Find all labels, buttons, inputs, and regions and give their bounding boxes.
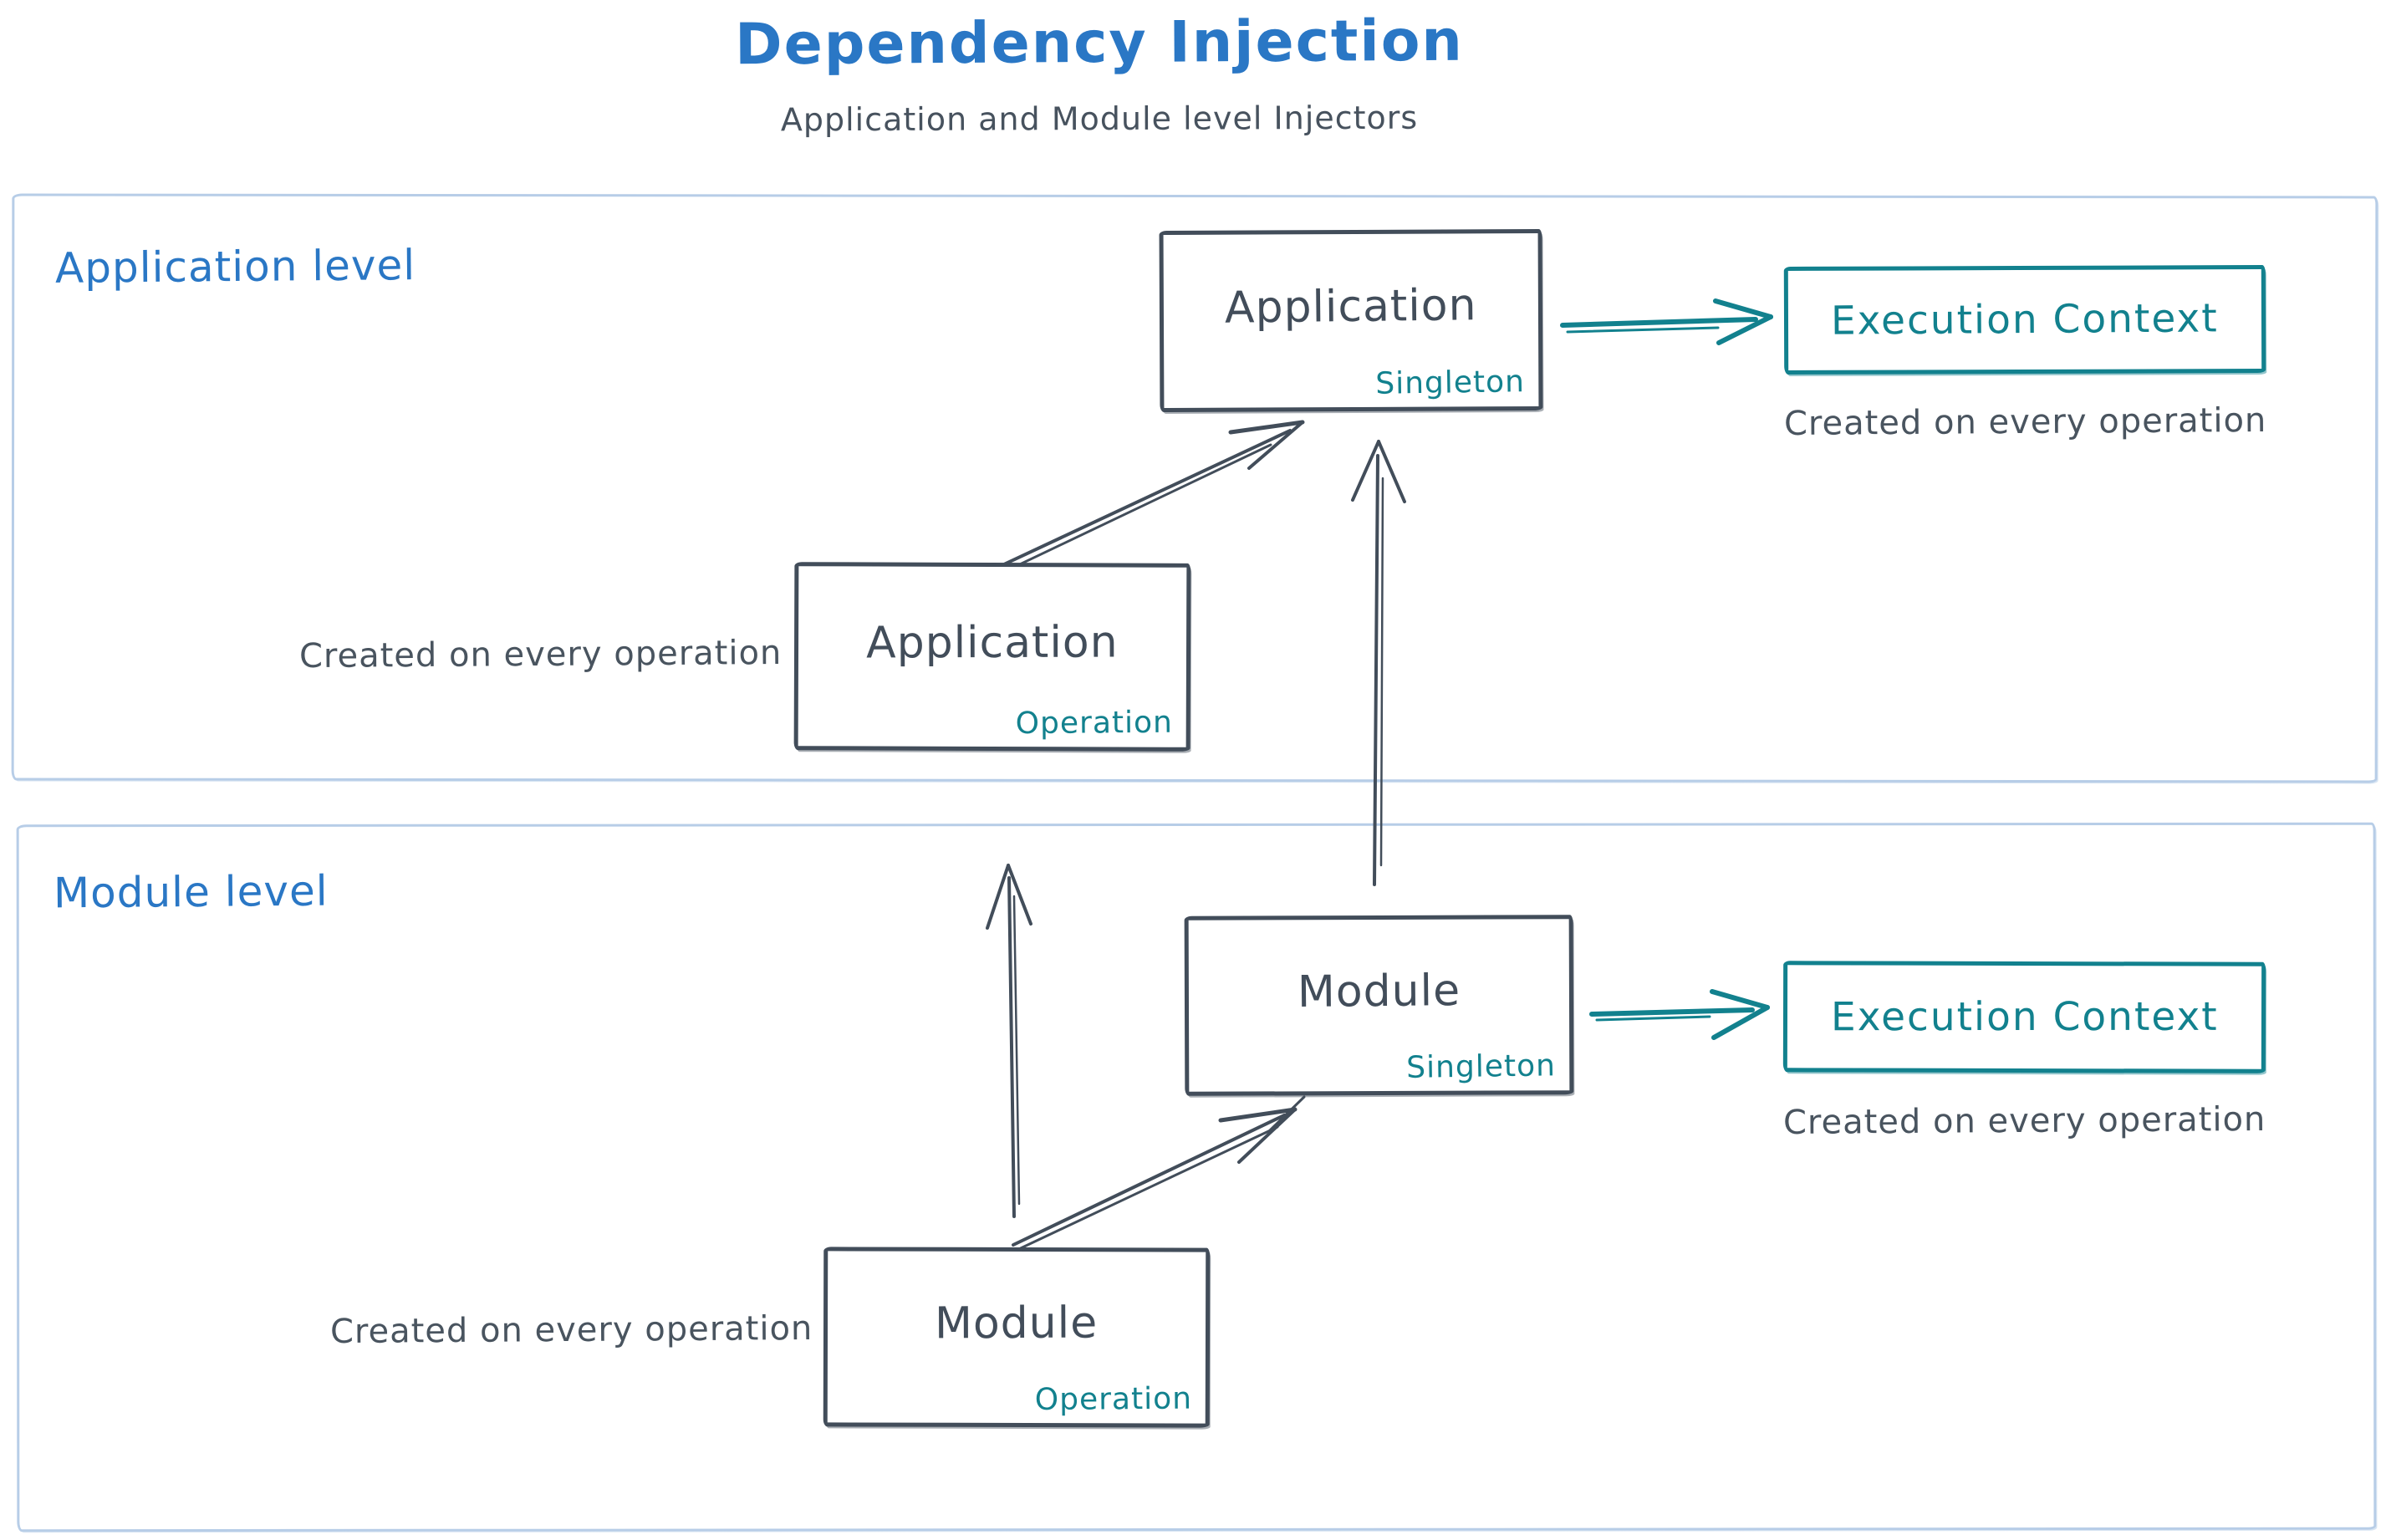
box-badge: Operation [1015,705,1173,742]
diagram-subtitle: Application and Module level Injectors [780,99,1419,139]
note-execution-context-module: Created on every operation [1782,1099,2266,1142]
note-execution-context-application: Created on every operation [1783,400,2267,443]
box-title: Application [866,616,1119,669]
box-application-singleton: Application Singleton [1159,229,1543,412]
box-badge: Singleton [1406,1048,1557,1085]
box-title: Module [935,1298,1099,1349]
box-title: Application [1224,279,1478,334]
box-badge: Singleton [1375,365,1526,401]
module-level-label: Module level [53,866,329,918]
box-title: Execution Context [1830,295,2220,344]
box-badge: Operation [1034,1381,1192,1418]
box-application-operation: Application Operation [793,562,1191,752]
note-module-operation: Created on every operation [329,1308,813,1352]
box-title: Module [1297,965,1461,1017]
diagram-title: Dependency Injection [734,8,1465,79]
box-title: Execution Context [1830,993,2219,1041]
box-execution-context-module: Execution Context [1782,961,2266,1073]
note-application-operation: Created on every operation [298,633,783,676]
box-execution-context-application: Execution Context [1783,264,2266,375]
box-module-singleton: Module Singleton [1184,915,1574,1096]
application-level-label: Application level [54,241,416,293]
box-module-operation: Module Operation [823,1247,1211,1428]
